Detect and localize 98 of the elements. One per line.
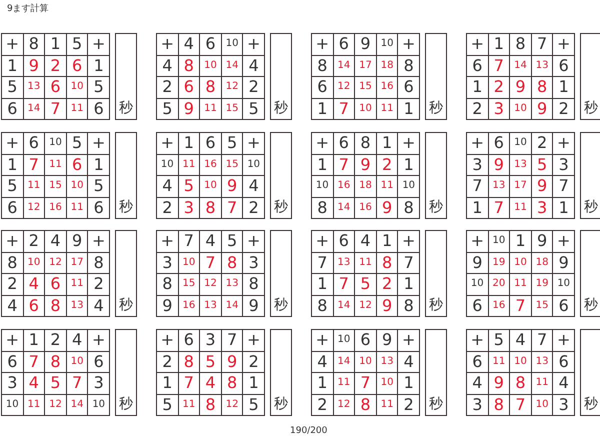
grid-cell: + [242, 329, 265, 352]
seconds-label: 秒 [274, 298, 288, 312]
grid-cell: 10 [1, 394, 24, 416]
grid-cell: 10 [87, 394, 110, 416]
grid-cell: + [156, 132, 179, 154]
seconds-label: 秒 [119, 397, 133, 411]
grid-cell: + [156, 33, 179, 56]
grid-cell: + [397, 230, 420, 252]
grid-cell: + [552, 329, 575, 352]
grid-cell: 4 [1, 294, 24, 317]
time-box [425, 33, 447, 120]
seconds-label: 秒 [584, 397, 598, 411]
grid-cell: 2 [552, 98, 575, 120]
grid-cell: + [242, 33, 265, 56]
grid-cell: 6 [87, 196, 110, 219]
grid-cell: + [397, 329, 420, 352]
grid-cell: 2 [311, 394, 334, 416]
grid-cell: 2 [397, 394, 420, 416]
worksheet-title: 9ます計算 [7, 5, 49, 14]
grid-cell: + [397, 132, 420, 154]
grid-cell: + [466, 132, 489, 154]
grid-cell: + [242, 230, 265, 252]
grid-cell: + [242, 132, 265, 154]
grid-cell: + [1, 230, 24, 252]
grid-cell: + [552, 132, 575, 154]
grid-cell: + [87, 230, 110, 252]
grid-cell: 9 [156, 294, 179, 317]
grid-cell: 6 [1, 98, 24, 120]
seconds-label: 秒 [274, 397, 288, 411]
grid-cell: 8 [397, 294, 420, 317]
grid-cell: 5 [242, 394, 265, 416]
grid-cell: 3 [552, 394, 575, 416]
seconds-label: 秒 [119, 200, 133, 214]
time-box [425, 132, 447, 219]
grid-cell: 6 [552, 294, 575, 317]
grid-cell: 1 [466, 196, 489, 219]
grid-cell: 6 [1, 196, 24, 219]
grid-cell: + [466, 230, 489, 252]
grid-cell: 4 [87, 294, 110, 317]
time-box [270, 132, 292, 219]
grid-cell: 1 [552, 196, 575, 219]
seconds-label: 秒 [429, 101, 443, 115]
grid-cell: + [552, 230, 575, 252]
seconds-label: 秒 [119, 298, 133, 312]
time-box [580, 329, 600, 416]
page-number: 190/200 [290, 427, 328, 436]
grid-cell: 5 [242, 98, 265, 120]
grid-cell: + [1, 33, 24, 56]
grid-cell: 2 [242, 196, 265, 219]
time-box [580, 230, 600, 317]
grid-cell: + [397, 33, 420, 56]
grid-cell: 2 [156, 196, 179, 219]
grid-cell: 1 [311, 98, 334, 120]
seconds-label: 秒 [119, 101, 133, 115]
grid-cell: 5 [156, 394, 179, 416]
seconds-label: 秒 [429, 298, 443, 312]
time-box [425, 329, 447, 416]
seconds-label: 秒 [429, 200, 443, 214]
grid-cell: + [87, 33, 110, 56]
grid-cell: + [87, 329, 110, 352]
grid-cell: 2 [466, 98, 489, 120]
grid-cell: + [156, 230, 179, 252]
grid-cell: 8 [397, 196, 420, 219]
time-box [425, 230, 447, 317]
grid-cell: + [311, 33, 334, 56]
seconds-label: 秒 [429, 397, 443, 411]
grid-cell: + [466, 329, 489, 352]
grid-cell: 6 [466, 294, 489, 317]
seconds-label: 秒 [584, 101, 598, 115]
seconds-label: 秒 [274, 101, 288, 115]
grid-cell: 6 [87, 98, 110, 120]
grid-cell: + [1, 329, 24, 352]
grid-cell: + [311, 230, 334, 252]
seconds-label: 秒 [274, 200, 288, 214]
time-box [115, 329, 137, 416]
grid-cell: + [1, 132, 24, 154]
grid-cell: + [466, 33, 489, 56]
grid-cell: + [311, 132, 334, 154]
grid-cell: 5 [156, 98, 179, 120]
grid-cell: + [552, 33, 575, 56]
grid-cell: 8 [311, 196, 334, 219]
grid-cell: 3 [466, 394, 489, 416]
grid-cell: + [87, 132, 110, 154]
time-box [270, 33, 292, 120]
grid-cell: 9 [242, 294, 265, 317]
grid-cell: 8 [311, 294, 334, 317]
time-box [580, 33, 600, 120]
grid-cell: 1 [397, 98, 420, 120]
grid-cell: + [156, 329, 179, 352]
time-box [115, 33, 137, 120]
time-box [115, 230, 137, 317]
time-box [270, 329, 292, 416]
grid-cell: + [311, 329, 334, 352]
time-box [270, 230, 292, 317]
time-box [580, 132, 600, 219]
seconds-label: 秒 [584, 298, 598, 312]
time-box [115, 132, 137, 219]
seconds-label: 秒 [584, 200, 598, 214]
